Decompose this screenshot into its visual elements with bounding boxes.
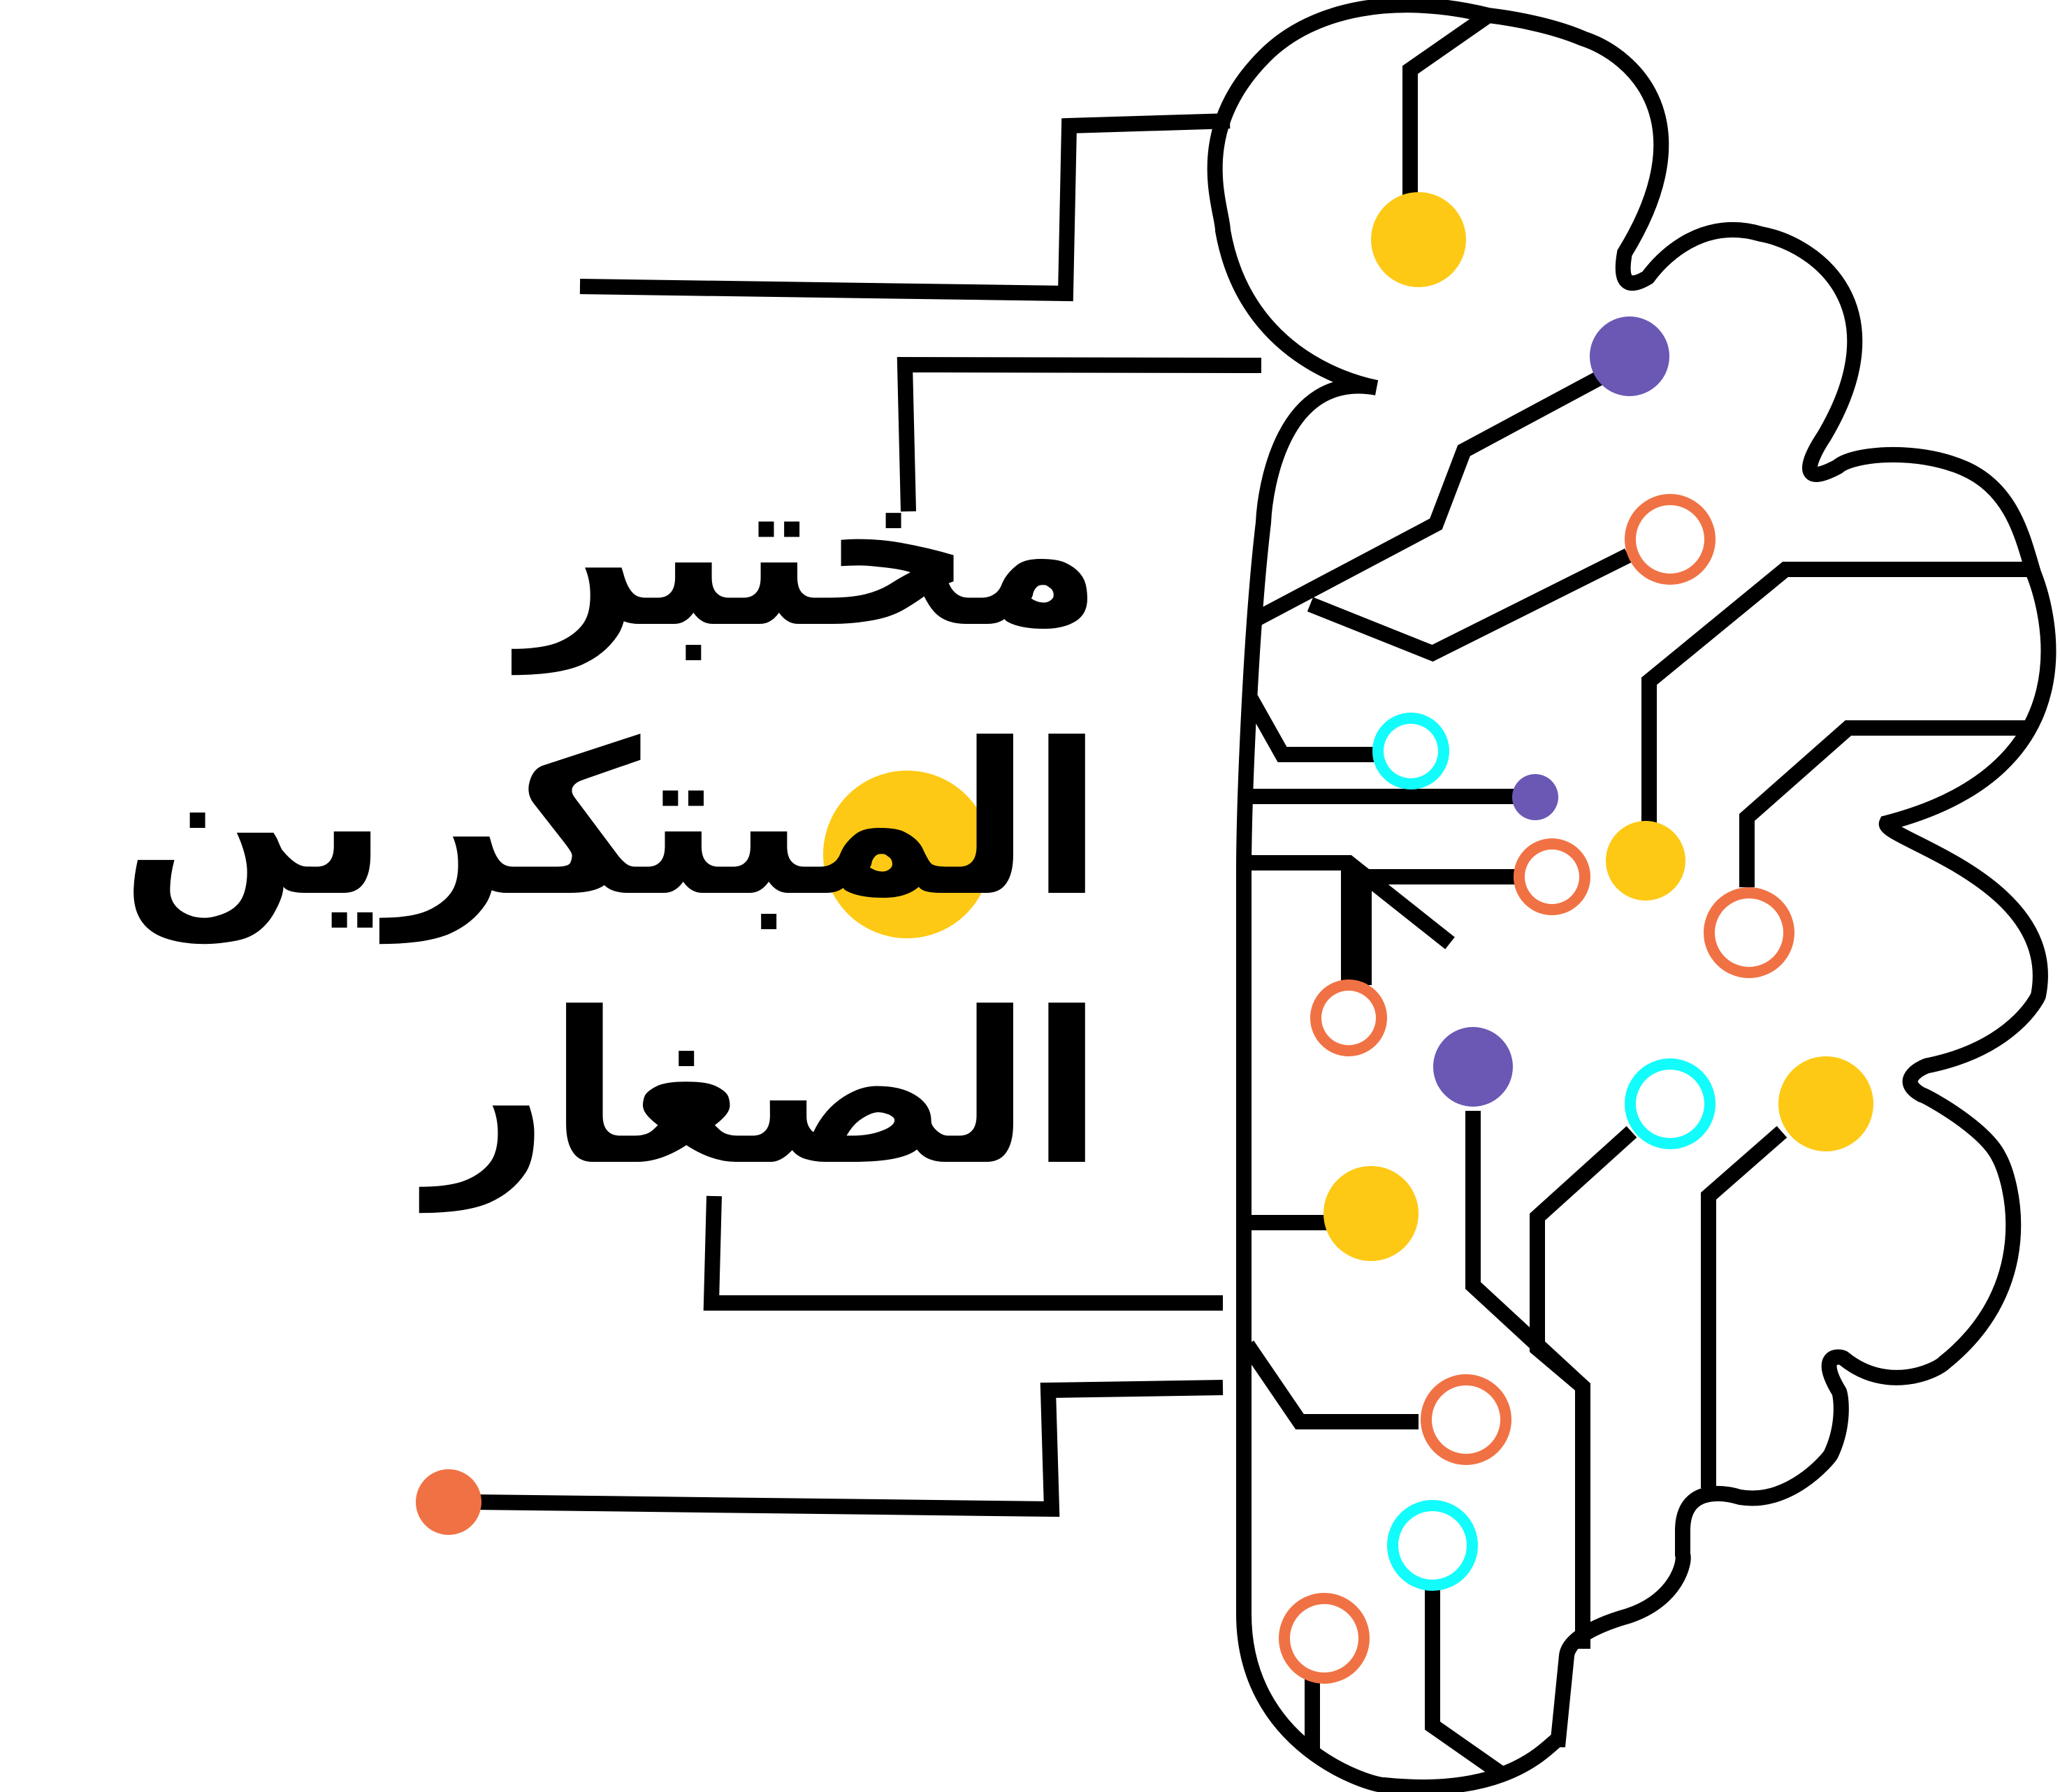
- flag-line-4: [474, 1380, 1224, 1517]
- title-line-2: المبتكرين: [120, 699, 1103, 942]
- logo-title: مختبر المبتكرين الصغار: [13, 447, 1103, 1272]
- title-accent-dot: [823, 771, 991, 938]
- flag-line-2: [897, 356, 1262, 512]
- title-line-1: مختبر: [520, 430, 1103, 673]
- title-line-3: الصغار: [428, 968, 1103, 1211]
- flag-line-1: [579, 113, 1231, 302]
- circuit-ring-nodes: [1279, 494, 1794, 1684]
- brain-outline: [1207, 0, 2057, 1792]
- circuit-nodes: [416, 192, 1873, 1535]
- flag-line-3: [703, 1195, 1223, 1311]
